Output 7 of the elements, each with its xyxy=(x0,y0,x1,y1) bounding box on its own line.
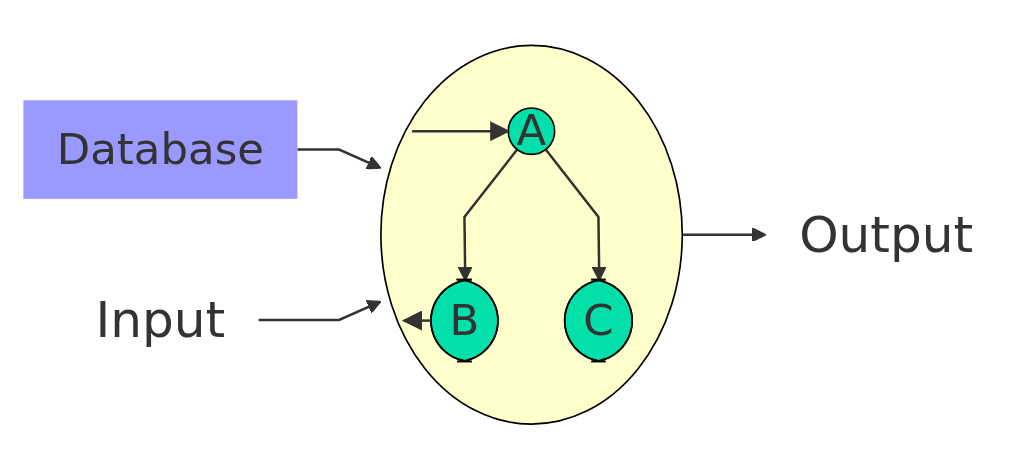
arrow xyxy=(412,120,511,141)
node-text: Output xyxy=(799,205,974,264)
arrow xyxy=(401,310,431,331)
node-circle: A xyxy=(507,106,556,155)
arrow xyxy=(682,227,767,242)
node-box: Database xyxy=(23,100,298,199)
node-text: Input xyxy=(95,290,226,349)
